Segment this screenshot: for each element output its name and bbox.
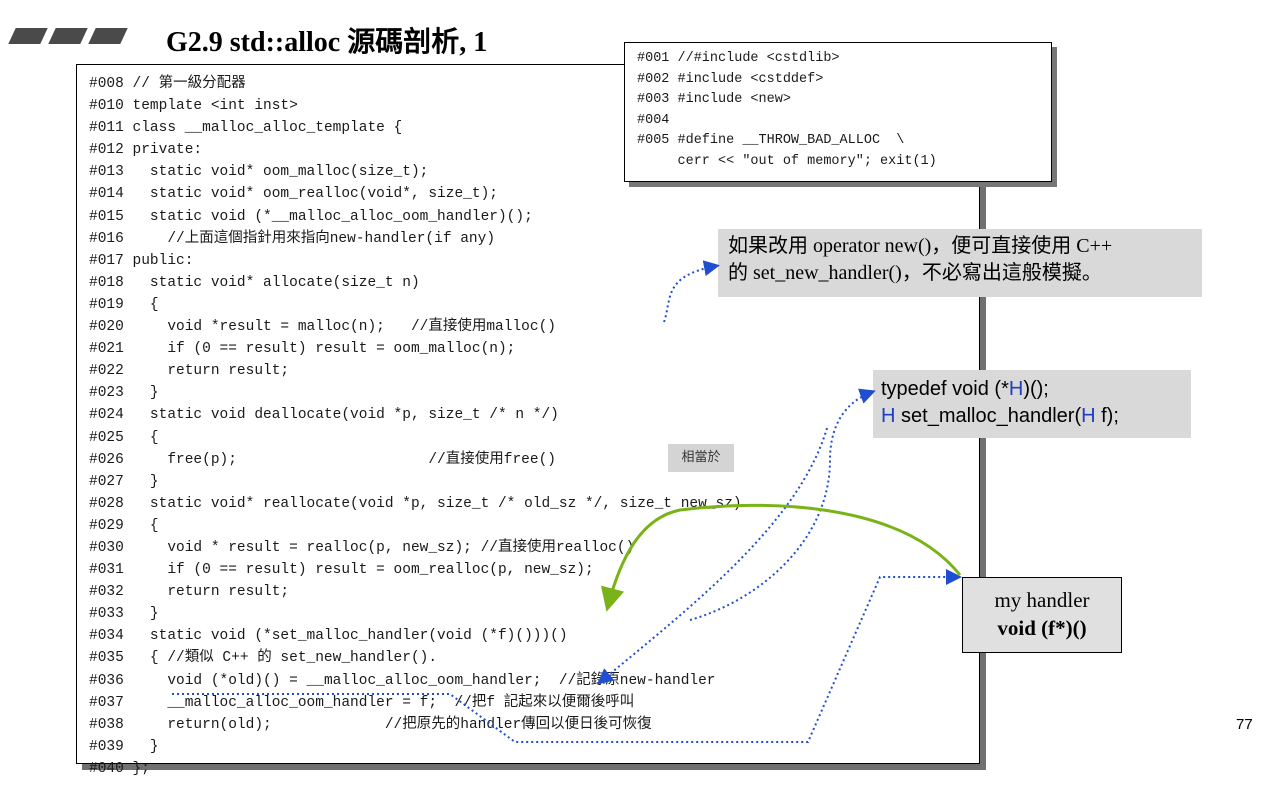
code-line: #013 static void* oom_malloc(size_t); [89,164,429,181]
code-line: #023 } [89,385,159,402]
typedef-line: H set_malloc_handler(H f); [881,405,1119,427]
code-line: cerr << "out of memory"; exit(1) [637,153,937,169]
code-line: #037 __malloc_alloc_oom_handler = f; //把… [89,694,635,711]
code-line: #002 #include <cstddef> [637,71,824,87]
decoration-bar [88,28,128,44]
slide-title: G2.9 std::alloc 源碼剖析, 1 [166,27,488,58]
code-line: #008 // 第一級分配器 [89,76,246,92]
typedef-callout: typedef void (*H)(); H set_malloc_handle… [873,370,1191,438]
code-line: #039 } [89,738,159,755]
code-line: #027 } [89,473,159,490]
code-line: #014 static void* oom_realloc(void*, siz… [89,186,498,203]
title-decoration-bars [6,28,136,46]
code-line: #004 [637,112,670,128]
my-handler-box: my handler void (f*)() [962,577,1122,653]
code-line: #016 //上面這個指針用來指向new-handler(if any) [89,230,496,247]
handler-signature: void (f*)() [997,616,1087,640]
code-line: #012 private: [89,142,203,159]
code-line: #025 { [89,429,159,446]
code-line: #001 //#include <cstdlib> [637,51,840,66]
code-line: #031 if (0 == result) result = oom_reall… [89,562,594,579]
new-handler-callout: 如果改用 operator new()，便可直接使用 C++ 的 set_new… [718,229,1202,297]
code-line: #017 public: [89,252,194,269]
code-line: #022 return result; [89,363,290,380]
callout-line: 的 set_new_handler()，不必寫出這般模擬。 [728,262,1102,284]
code-line: #011 class __malloc_alloc_template { [89,120,403,137]
header-code-listing: #001 //#include <cstdlib> #002 #include … [624,42,1052,182]
typedef-line: typedef void (*H)(); [881,378,1049,400]
code-line: #033 } [89,606,159,623]
code-line: #032 return result; [89,584,290,601]
code-line: #021 if (0 == result) result = oom_mallo… [89,341,516,358]
code-line: #038 return(old); //把原先的handler傳回以便日後可恢復 [89,716,652,733]
decoration-bar [8,28,48,44]
code-line: #015 static void (*__malloc_alloc_oom_ha… [89,208,533,225]
code-line: #018 static void* allocate(size_t n) [89,274,420,291]
code-line: #029 { [89,517,159,534]
code-line: #026 free(p); //直接使用free() [89,451,556,468]
code-line: #003 #include <new> [637,92,791,107]
handler-line: my handler [994,588,1090,612]
decoration-bar [48,28,88,44]
code-line: #005 #define __THROW_BAD_ALLOC \ [637,133,905,148]
code-line: #024 static void deallocate(void *p, siz… [89,407,559,424]
callout-line: 如果改用 operator new()，便可直接使用 C++ [728,235,1113,257]
code-line: #034 static void (*set_malloc_handler(vo… [89,628,568,645]
code-line: #040 }; [89,760,150,777]
code-line: #036 void (*old)() = __malloc_alloc_oom_… [89,672,716,689]
code-line: #035 { //類似 C++ 的 set_new_handler(). [89,650,438,667]
page-number: 77 [1236,716,1253,733]
code-line: #010 template <int inst> [89,98,298,115]
equivalent-label: 相當於 [668,444,734,472]
code-line: #030 void * result = realloc(p, new_sz);… [89,539,635,556]
code-line: #019 { [89,296,159,313]
code-line: #020 void *result = malloc(n); //直接使用mal… [89,319,556,336]
code-line: #028 static void* reallocate(void *p, si… [89,495,742,512]
